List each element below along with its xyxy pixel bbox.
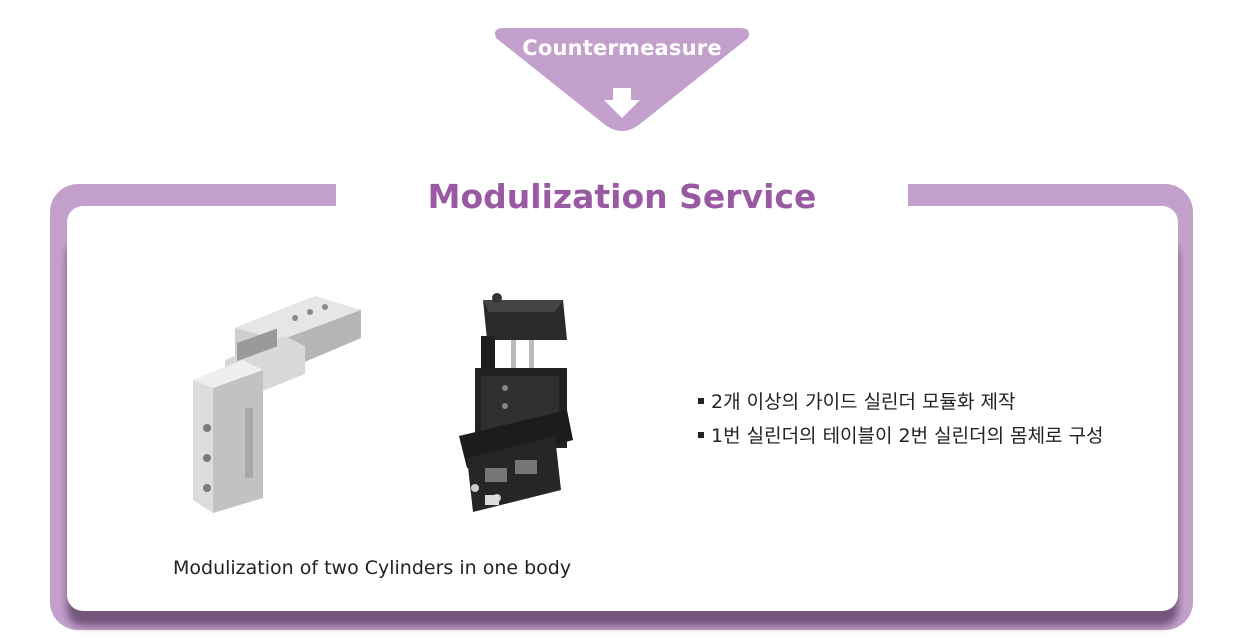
frame-tab-left (316, 184, 336, 208)
banner-label: Countermeasure (522, 36, 722, 60)
arrow-down-icon (604, 88, 640, 118)
frame-title-gap (336, 184, 908, 210)
square-bullet-icon (698, 398, 704, 404)
countermeasure-banner: Countermeasure (490, 28, 754, 134)
square-bullet-icon (698, 432, 704, 438)
silver-guide-cylinder-module-image (193, 296, 361, 513)
feature-text: 2개 이상의 가이드 실린더 모듈화 제작 (711, 391, 1016, 413)
image-caption: Modulization of two Cylinders in one bod… (173, 557, 572, 579)
feature-list: 2개 이상의 가이드 실린더 모듈화 제작 1번 실린더의 테이블이 2번 실린… (698, 385, 1104, 453)
feature-item: 1번 실린더의 테이블이 2번 실린더의 몸체로 구성 (698, 419, 1104, 453)
feature-text: 1번 실린더의 테이블이 2번 실린더의 몸체로 구성 (711, 425, 1104, 447)
feature-item: 2개 이상의 가이드 실린더 모듈화 제작 (698, 385, 1104, 419)
frame-tab-right (908, 184, 928, 208)
banner-shape (495, 28, 749, 131)
black-guide-cylinder-module-image (459, 293, 573, 512)
section-title: Modulization Service (427, 177, 817, 216)
